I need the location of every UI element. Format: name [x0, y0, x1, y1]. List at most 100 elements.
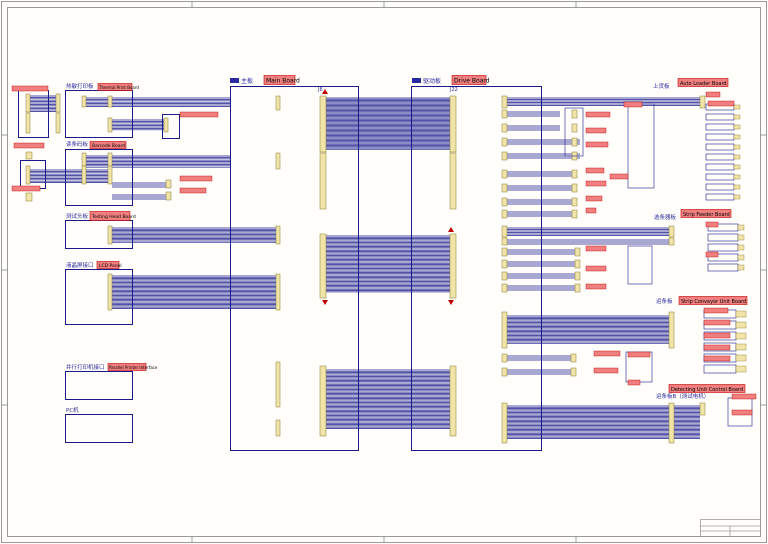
loader-switch [705, 183, 735, 191]
callout-tag [703, 355, 731, 362]
board-titles: 主板 Main Board 驱动板 Drive Board J6 J22 上货板… [66, 75, 748, 414]
main-board-cn-label: 主板 [241, 77, 253, 85]
connector [501, 169, 508, 179]
harness-barcode-aux2 [112, 194, 166, 200]
harness-thermal-main [84, 97, 230, 107]
connector [668, 225, 675, 238]
connector [571, 209, 578, 219]
connector [501, 109, 508, 119]
callout-tag [585, 167, 605, 174]
connector [501, 247, 508, 257]
harness-sensor-5 [506, 171, 575, 177]
loader-plug [733, 154, 741, 160]
connector [570, 353, 577, 363]
conveyor-plug [735, 343, 747, 351]
connector [501, 402, 508, 444]
conveyor-plug [735, 354, 747, 362]
harness-sensor-3 [506, 139, 580, 145]
connector [668, 311, 675, 349]
connector [571, 183, 578, 193]
harness-barcode-main [84, 155, 230, 168]
connector [501, 123, 508, 133]
connector [501, 283, 508, 293]
feeder-plug [737, 224, 745, 231]
loader-plug [733, 104, 741, 110]
connector [107, 117, 113, 133]
conveyor-plug [735, 332, 747, 340]
callout-tag [593, 367, 619, 374]
connector [319, 95, 327, 153]
drive-board-en-label: Drive Board [454, 78, 490, 85]
connector [699, 402, 706, 416]
harness-sensor-7 [506, 199, 575, 205]
connector [699, 95, 706, 109]
barcode-en-label: Barcode Board [92, 143, 125, 149]
callout-tag [703, 344, 731, 351]
wire-bundle [506, 249, 578, 255]
connector [81, 152, 87, 167]
feeder-switch [707, 233, 739, 242]
connector [25, 165, 31, 185]
loader-plug [733, 144, 741, 150]
connector [501, 237, 508, 246]
barcode-cn-label: 读条码板 [66, 140, 89, 148]
loader-plug [733, 174, 741, 180]
harness-test-head [112, 227, 280, 243]
connector [501, 259, 508, 269]
connector [501, 183, 508, 193]
parallel-printer-box [65, 371, 133, 400]
callout-tag [703, 319, 731, 326]
wire-bundle [506, 273, 578, 279]
connector [107, 165, 113, 185]
connector [501, 151, 508, 161]
thermal-printer-cn-label: 热敏打印板 [66, 82, 94, 90]
harness-auto-loader-top [506, 97, 700, 106]
harness-strip-feeder [506, 227, 670, 236]
connector [449, 95, 457, 153]
connector [501, 197, 508, 207]
loader-switch [705, 173, 735, 181]
connector [501, 311, 508, 349]
callout-tag [13, 142, 45, 149]
connector [501, 95, 508, 109]
connector [501, 137, 508, 147]
callout-tag [179, 175, 213, 182]
connector [107, 225, 113, 245]
connector [107, 273, 113, 311]
connector [25, 192, 33, 202]
connector [501, 209, 508, 219]
sensor-cluster [564, 107, 584, 157]
connector [449, 233, 457, 299]
loader-sensor-column [627, 103, 655, 189]
harness-sensor-8 [506, 211, 575, 217]
callout-tag [593, 350, 621, 357]
lcd-en-label: LCD Panel [99, 263, 122, 269]
feeder-plug [737, 234, 745, 241]
connector [571, 137, 578, 147]
connector [163, 117, 169, 133]
connector [165, 179, 172, 189]
connector [574, 259, 581, 269]
connector [55, 93, 61, 113]
j6-label: J6 [317, 87, 323, 93]
callout-tag [627, 379, 641, 386]
strip-feeder-cn-label: 选条器板 [654, 213, 677, 221]
trunk-bundle-top [326, 97, 450, 150]
connector [25, 112, 31, 134]
callout-tag [179, 187, 207, 194]
j22-label: J22 [449, 87, 458, 93]
callout-tag [705, 91, 721, 98]
connector [574, 283, 581, 293]
callout-tag [731, 393, 757, 400]
conveyor-plug [735, 365, 747, 373]
connector [449, 365, 457, 437]
loader-plug [733, 124, 741, 130]
harness-lcd [112, 275, 280, 309]
conveyor-plug [735, 321, 747, 329]
loader-plug [733, 164, 741, 170]
connector [574, 271, 581, 281]
wire-bundle [506, 285, 578, 291]
harness-barcode-aux [112, 182, 166, 188]
loader-switch [705, 153, 735, 161]
